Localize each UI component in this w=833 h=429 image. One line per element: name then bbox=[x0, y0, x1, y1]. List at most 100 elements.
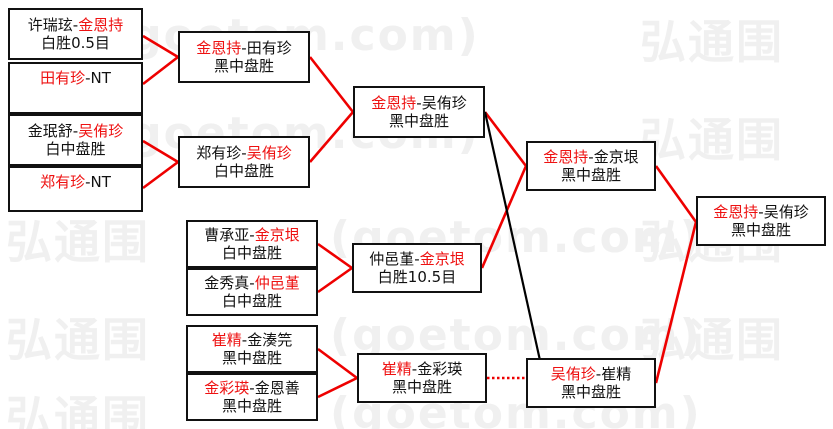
player-right: 吴侑珍 bbox=[763, 202, 809, 221]
match-players: 金珉舒-吴侑珍 bbox=[27, 121, 123, 140]
watermark-text: 弘通围 bbox=[6, 313, 150, 367]
player-right: 金恩善 bbox=[254, 378, 300, 397]
player-separator: - bbox=[595, 364, 602, 383]
player-left: 吴侑珍 bbox=[550, 364, 596, 383]
match-result: 黑中盘胜 bbox=[560, 165, 621, 184]
match-players: 崔精-金彩瑛 bbox=[381, 359, 462, 378]
player-separator: - bbox=[72, 15, 79, 34]
match-players: 金彩瑛-金恩善 bbox=[204, 378, 300, 397]
match-result: 黑中盘胜 bbox=[221, 396, 282, 415]
player-left: 金珉舒 bbox=[27, 121, 73, 140]
player-separator: - bbox=[416, 93, 422, 112]
connector-r2-m2-to-r3-m1 bbox=[309, 111, 354, 163]
player-right: 仲邑堇 bbox=[254, 273, 300, 292]
player-left: 崔精 bbox=[211, 330, 242, 349]
player-right: NT bbox=[90, 69, 111, 87]
match-box[interactable]: 仲邑堇-金京垠白胜10.5目 bbox=[352, 243, 482, 293]
match-result: 黑中盘胜 bbox=[213, 56, 274, 75]
player-separator: - bbox=[241, 143, 247, 162]
player-right: NT bbox=[90, 173, 111, 191]
watermark-text: 弘通围 bbox=[6, 391, 150, 429]
match-box[interactable]: 金珉舒-吴侑珍白中盘胜 bbox=[8, 114, 143, 166]
match-players: 金恩持-金京垠 bbox=[543, 147, 639, 166]
player-left: 金秀真 bbox=[204, 273, 250, 292]
connector-r4-m2-to-r5-final bbox=[654, 221, 698, 384]
player-right: 吴侑珍 bbox=[421, 93, 467, 112]
match-players: 金恩持-吴侑珍 bbox=[371, 93, 467, 112]
match-result: 白中盘胜 bbox=[221, 291, 282, 310]
match-result: 白胜0.5目 bbox=[41, 33, 110, 52]
player-right: 金京垠 bbox=[593, 147, 639, 166]
player-separator: - bbox=[249, 273, 255, 292]
connector-r1-m6-to-r2-m3 bbox=[317, 266, 353, 294]
match-result: 黑中盘胜 bbox=[560, 382, 621, 401]
match-box[interactable]: 崔精-金湊笎黑中盘胜 bbox=[186, 325, 318, 373]
match-result: 黑中盘胜 bbox=[221, 348, 282, 367]
player-separator: - bbox=[241, 330, 248, 349]
player-right: 崔精 bbox=[601, 364, 632, 383]
match-players: 仲邑堇-金京垠 bbox=[369, 249, 465, 268]
watermark-text: 弘通围 bbox=[640, 113, 784, 167]
player-separator: - bbox=[249, 225, 255, 244]
match-players: 金恩持-田有珍 bbox=[196, 38, 292, 57]
match-box[interactable]: 金恩持-吴侑珍黑中盘胜 bbox=[353, 86, 485, 138]
match-result: 白中盘胜 bbox=[213, 161, 274, 180]
match-result: 黑中盘胜 bbox=[730, 220, 791, 239]
player-right: 金京垠 bbox=[254, 225, 300, 244]
watermark-text: 弘通围 bbox=[6, 215, 150, 269]
player-left: 仲邑堇 bbox=[369, 249, 415, 268]
player-right: 吴侑珍 bbox=[246, 143, 292, 162]
connector-r1-m4-to-r2-m2 bbox=[142, 160, 179, 190]
match-players: 郑有珍-NT bbox=[40, 174, 111, 191]
connector-r4-m1-to-r5-final bbox=[654, 165, 698, 223]
player-separator: - bbox=[588, 147, 594, 166]
match-box[interactable]: 吴侑珍-崔精黑中盘胜 bbox=[526, 358, 656, 408]
player-right: 金恩持 bbox=[78, 15, 124, 34]
player-separator: - bbox=[249, 378, 255, 397]
match-box[interactable]: 金恩持-金京垠黑中盘胜 bbox=[526, 141, 656, 191]
match-box[interactable]: 金彩瑛-金恩善黑中盘胜 bbox=[186, 373, 318, 421]
player-separator: - bbox=[414, 249, 420, 268]
match-players: 郑有珍-吴侑珍 bbox=[196, 143, 292, 162]
player-left: 田有珍 bbox=[40, 69, 86, 87]
player-left: 郑有珍 bbox=[40, 173, 86, 191]
player-separator: - bbox=[72, 121, 79, 140]
match-players: 崔精-金湊笎 bbox=[211, 330, 293, 349]
match-box[interactable]: 郑有珍-吴侑珍白中盘胜 bbox=[178, 136, 310, 188]
match-result: 黑中盘胜 bbox=[391, 377, 452, 396]
connector-r1-m8-to-r2-m4 bbox=[317, 376, 358, 399]
connector-r2-m1-to-r3-m1 bbox=[308, 56, 355, 113]
match-box[interactable]: 金恩持-田有珍黑中盘胜 bbox=[178, 31, 310, 83]
player-left: 郑有珍 bbox=[196, 143, 242, 162]
connector-r1-m2-to-r2-m1 bbox=[142, 55, 179, 86]
player-left: 许瑞玹 bbox=[27, 15, 73, 34]
watermark-text: 弘通围 bbox=[640, 15, 784, 69]
connector-r1-m3-to-r2-m2 bbox=[142, 139, 179, 164]
player-left: 崔精 bbox=[381, 359, 412, 378]
player-separator: - bbox=[85, 69, 91, 87]
player-right: 金湊笎 bbox=[247, 330, 293, 349]
player-separator: - bbox=[411, 359, 418, 378]
player-left: 曹承亚 bbox=[204, 225, 250, 244]
player-right: 田有珍 bbox=[246, 38, 292, 57]
player-left: 金彩瑛 bbox=[204, 378, 250, 397]
connector-r2-m3-to-r4-m1 bbox=[480, 165, 528, 269]
match-players: 金秀真-仲邑堇 bbox=[204, 273, 300, 292]
player-separator: - bbox=[85, 173, 91, 191]
match-box[interactable]: 曹承亚-金京垠白中盘胜 bbox=[186, 220, 318, 268]
match-players: 田有珍-NT bbox=[40, 70, 111, 87]
player-separator: - bbox=[758, 202, 764, 221]
match-box[interactable]: 郑有珍-NT bbox=[8, 166, 143, 212]
match-box[interactable]: 许瑞玹-金恩持白胜0.5目 bbox=[8, 8, 143, 60]
match-box[interactable]: 金恩持-吴侑珍黑中盘胜 bbox=[696, 196, 826, 246]
match-box[interactable]: 金秀真-仲邑堇白中盘胜 bbox=[186, 268, 318, 316]
match-result: 白胜10.5目 bbox=[377, 267, 457, 286]
player-left: 金恩持 bbox=[196, 38, 242, 57]
player-right: 金京垠 bbox=[419, 249, 465, 268]
match-box[interactable]: 田有珍-NT bbox=[8, 62, 143, 114]
match-players: 许瑞玹-金恩持 bbox=[27, 15, 124, 34]
match-players: 金恩持-吴侑珍 bbox=[713, 202, 809, 221]
match-box[interactable]: 崔精-金彩瑛黑中盘胜 bbox=[357, 353, 487, 403]
connector-r3-m1-to-r4-m1 bbox=[483, 111, 528, 167]
